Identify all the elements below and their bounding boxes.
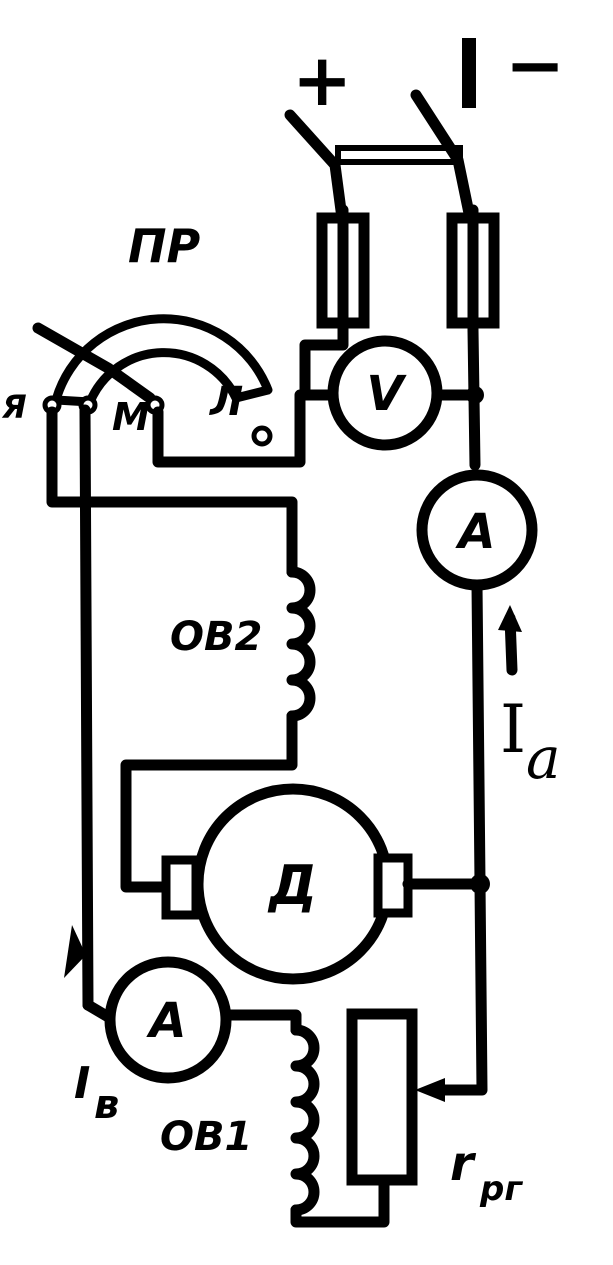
wire-to-rheostat-slider xyxy=(434,878,488,1096)
main-knife-switch xyxy=(284,89,476,224)
ob1-bottom-lead xyxy=(290,1174,390,1228)
wire-m-to-voltmeter xyxy=(152,389,306,468)
field-ammeter: A I в xyxy=(74,956,232,1128)
rheostat-body xyxy=(346,1008,418,1186)
field-ammeter-label: A xyxy=(145,993,186,1049)
winding-ob2: ОВ2 xyxy=(79,496,316,893)
switch-blade-left xyxy=(284,109,348,224)
ob1-coil xyxy=(290,1024,320,1216)
contact-l xyxy=(251,425,273,447)
contact-m-label: М xyxy=(112,395,150,439)
voltmeter-left-lead xyxy=(299,324,349,401)
contact-l-label: Л xyxy=(209,379,243,425)
ob2-label: ОВ2 xyxy=(170,614,262,660)
motor: Д xyxy=(161,783,413,985)
current-arrow-head xyxy=(498,605,522,632)
field-current-subscript: в xyxy=(94,1082,119,1128)
brush-left xyxy=(161,855,201,920)
contact-ya-label: Я xyxy=(1,388,27,426)
rheostat-symbol: r xyxy=(450,1136,477,1192)
starter-switch: ПР Я М Л xyxy=(1,219,273,447)
armature-current-subscript: a xyxy=(526,724,561,792)
ob2-top-lead xyxy=(79,496,298,578)
rheostat-subscript: рг xyxy=(479,1169,523,1209)
wire-ya-loop xyxy=(46,406,91,508)
wire-right-top xyxy=(467,324,481,471)
voltmeter-label: V xyxy=(366,366,407,422)
rheostat-slider-arrow xyxy=(415,1078,445,1102)
armature-current-indicator: I a xyxy=(498,605,561,792)
armature-current-symbol: I xyxy=(500,691,526,768)
voltmeter: V xyxy=(299,324,484,451)
field-current-arrow xyxy=(64,925,86,978)
plus-terminal-label: + xyxy=(292,38,352,122)
starter-lever xyxy=(32,322,156,404)
switch-crossbar xyxy=(335,145,463,165)
armature-ammeter-label: A xyxy=(454,504,495,560)
ob2-coil xyxy=(286,566,316,722)
fuses xyxy=(316,204,500,336)
motor-label: Д xyxy=(267,854,317,917)
minus-terminal-post xyxy=(462,38,476,108)
rheostat: r рг xyxy=(346,1008,523,1209)
field-current-symbol: I xyxy=(74,1058,90,1109)
wire-left-vertical xyxy=(79,404,94,1011)
winding-ob1: ОВ1 xyxy=(160,1009,390,1228)
ob1-top-lead xyxy=(220,1009,302,1036)
starter-switch-label: ПР xyxy=(128,219,200,273)
starter-arc-track xyxy=(51,314,273,407)
ob1-label: ОВ1 xyxy=(160,1114,252,1160)
armature-ammeter: A xyxy=(416,469,538,591)
supply-terminals: + − xyxy=(292,23,565,122)
minus-terminal-label: − xyxy=(505,23,565,107)
wire-right-mid xyxy=(471,579,486,888)
ob2-bottom-lead xyxy=(120,710,298,893)
